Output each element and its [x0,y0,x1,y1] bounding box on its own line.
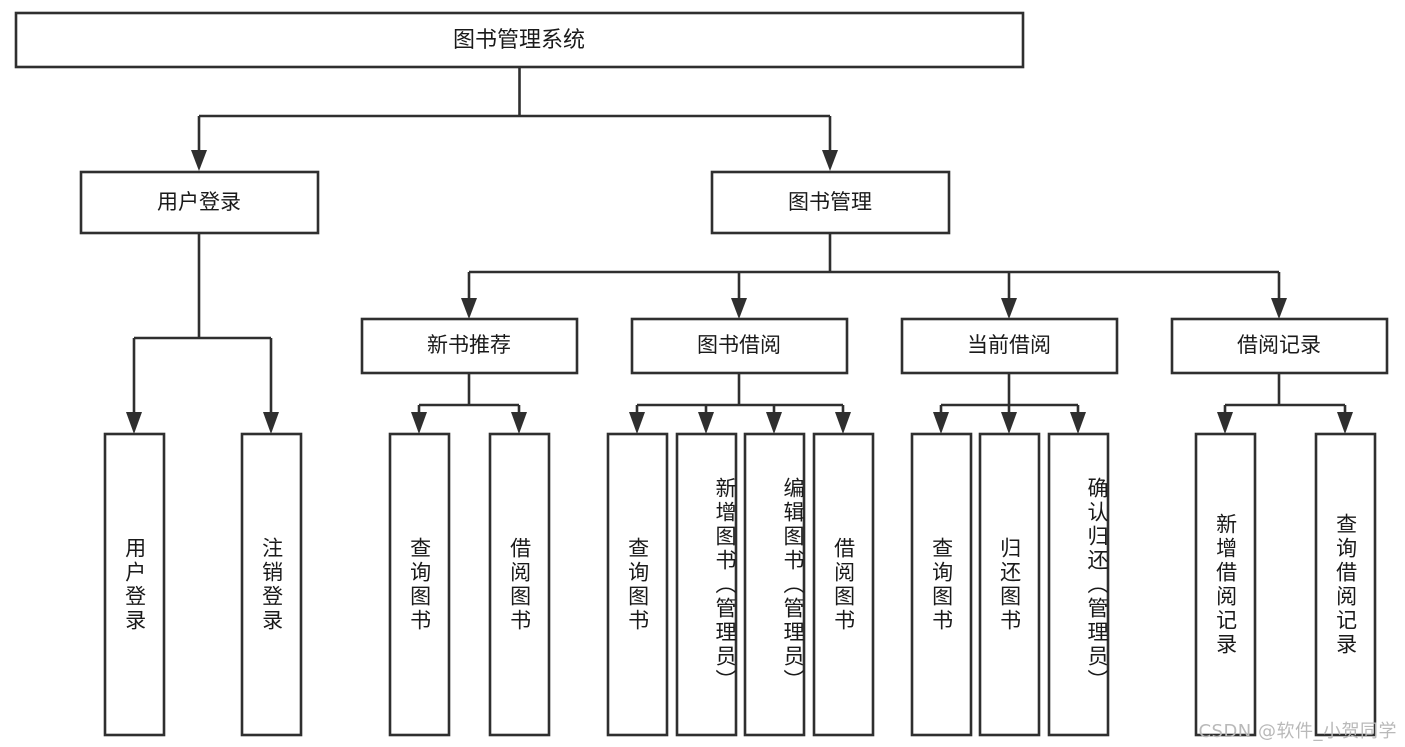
node-book-borrow[interactable]: 图书借阅 [630,317,849,375]
arrow-leaf-user-login-2 [263,412,279,434]
node-book-manage[interactable]: 图书管理 [710,170,951,235]
arrow-leaf-book-borrow-4 [835,412,851,434]
node-borrow-record[interactable]: 借阅记录 [1170,317,1389,375]
node-borrow-record-label: 借阅记录 [1237,333,1321,357]
leaf-box-borrow-record-2[interactable] [1314,432,1377,737]
arrow-leaf-book-borrow-2 [698,412,714,434]
node-user-login-label: 用户登录 [157,190,241,214]
node-new-book-recommend-label: 新书推荐 [427,333,511,357]
arrow-leaf-current-borrow-2 [1001,412,1017,434]
node-current-borrow[interactable]: 当前借阅 [900,317,1119,375]
leaf-box-current-borrow-1[interactable] [910,432,973,737]
arrow-leaf-new-book-1 [411,412,427,434]
connector-layer [126,67,1353,434]
leaf-box-book-borrow-1[interactable] [606,432,669,737]
leaf-box-new-book-2[interactable] [488,432,551,737]
arrow-leaf-current-borrow-3 [1070,412,1086,434]
leaf-box-book-borrow-2[interactable] [675,432,738,737]
watermark-text: CSDN @软件_小贺同学 [1198,721,1397,742]
arrow-leaf-current-borrow-1 [933,412,949,434]
arrow-borrow-record [1271,298,1287,319]
leaf-box-user-login-1[interactable] [103,432,166,737]
node-book-manage-box[interactable] [710,170,951,235]
leaf-box-current-borrow-3[interactable] [1047,432,1110,737]
node-root-label: 图书管理系统 [453,28,585,53]
node-book-borrow-label: 图书借阅 [697,333,781,357]
node-root[interactable]: 图书管理系统 [14,11,1025,69]
arrow-leaf-new-book-2 [511,412,527,434]
node-new-book-recommend-box[interactable] [360,317,579,375]
arrow-leaf-book-borrow-1 [629,412,645,434]
arrow-current-borrow [1001,298,1017,319]
arrow-new-book [461,298,477,319]
arrow-leaf-book-borrow-3 [766,412,782,434]
leaf-box-borrow-record-1[interactable] [1194,432,1257,737]
node-book-borrow-box[interactable] [630,317,849,375]
node-current-borrow-label: 当前借阅 [967,333,1051,357]
node-user-login-box[interactable] [79,170,320,235]
leaf-box-layer [103,432,1377,737]
arrow-leaf-borrow-record-2 [1337,412,1353,434]
node-borrow-record-box[interactable] [1170,317,1389,375]
arrow-leaf-user-login-1 [126,412,142,434]
node-user-login[interactable]: 用户登录 [79,170,320,235]
arrow-user-login [191,150,207,171]
leaf-box-current-borrow-2[interactable] [978,432,1041,737]
arrow-book-manage [822,150,838,171]
leaf-box-book-borrow-3[interactable] [743,432,806,737]
node-current-borrow-box[interactable] [900,317,1119,375]
node-root-box[interactable] [14,11,1025,69]
node-new-book-recommend[interactable]: 新书推荐 [360,317,579,375]
leaf-box-book-borrow-4[interactable] [812,432,875,737]
leaf-box-new-book-1[interactable] [388,432,451,737]
arrow-book-borrow [731,298,747,319]
node-book-manage-label: 图书管理 [788,190,872,214]
leaf-box-user-login-2[interactable] [240,432,303,737]
arrow-leaf-borrow-record-1 [1217,412,1233,434]
